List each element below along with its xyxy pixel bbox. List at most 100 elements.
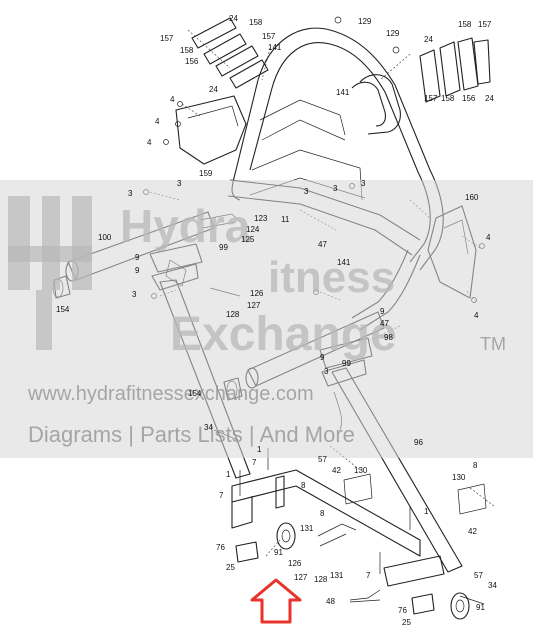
- callout-130: 130: [354, 466, 368, 475]
- callout-3: 3: [333, 184, 338, 193]
- callout-7: 7: [366, 571, 371, 580]
- callout-9: 9: [135, 253, 140, 262]
- callout-24: 24: [424, 35, 433, 44]
- callout-123: 123: [254, 214, 268, 223]
- callout-57: 57: [474, 571, 483, 580]
- callout-128: 128: [314, 575, 328, 584]
- callout-157: 157: [160, 34, 174, 43]
- callout-1: 1: [257, 445, 262, 454]
- callout-24: 24: [485, 94, 494, 103]
- callout-141: 141: [268, 43, 282, 52]
- callout-158: 158: [249, 18, 263, 27]
- callout-8: 8: [301, 481, 306, 490]
- watermark: Hydra itness Exchange TM www.hydrafitnes…: [0, 180, 533, 458]
- callout-8: 8: [320, 509, 325, 518]
- callout-128: 128: [226, 310, 240, 319]
- callout-47: 47: [318, 240, 327, 249]
- callout-129: 129: [386, 29, 400, 38]
- callout-34: 34: [488, 581, 497, 590]
- callout-157: 157: [262, 32, 276, 41]
- grip-pads-right: [419, 37, 491, 103]
- callout-9: 9: [135, 266, 140, 275]
- callout-158: 158: [180, 46, 194, 55]
- callout-25: 25: [226, 563, 235, 572]
- callout-99: 99: [219, 243, 228, 252]
- callout-127: 127: [247, 301, 261, 310]
- feet: [235, 541, 435, 615]
- callout-9: 9: [320, 353, 325, 362]
- callout-158: 158: [441, 94, 455, 103]
- callout-76: 76: [398, 606, 407, 615]
- callout-4: 4: [474, 311, 479, 320]
- watermark-logo-icon: [8, 196, 92, 350]
- callout-3: 3: [177, 179, 182, 188]
- callout-4: 4: [486, 233, 491, 242]
- callout-127: 127: [294, 573, 308, 582]
- callout-7: 7: [252, 458, 257, 467]
- callout-8: 8: [473, 461, 478, 470]
- callout-11: 11: [281, 215, 290, 224]
- callout-131: 131: [300, 524, 314, 533]
- callout-129: 129: [358, 17, 372, 26]
- callout-25: 25: [402, 618, 411, 627]
- callout-125: 125: [241, 235, 255, 244]
- callout-156: 156: [185, 57, 199, 66]
- red-up-arrow-icon: [250, 578, 302, 624]
- callout-9: 9: [380, 307, 385, 316]
- callout-154: 154: [56, 305, 70, 314]
- callout-76: 76: [216, 543, 225, 552]
- callout-48: 48: [326, 597, 335, 606]
- base-frame: [231, 469, 487, 587]
- callout-130: 130: [452, 473, 466, 482]
- callout-98: 98: [384, 333, 393, 342]
- watermark-brand-line1: Hydra: [120, 200, 251, 252]
- callout-42: 42: [468, 527, 477, 536]
- left-shroud: [175, 95, 247, 165]
- callout-156: 156: [462, 94, 476, 103]
- callout-157: 157: [424, 94, 438, 103]
- callout-1: 1: [424, 507, 429, 516]
- callout-126: 126: [288, 559, 302, 568]
- callout-3: 3: [128, 189, 133, 198]
- callout-42: 42: [332, 466, 341, 475]
- callout-141: 141: [337, 258, 351, 267]
- callout-159: 159: [199, 169, 213, 178]
- watermark-brand-line1b: itness: [268, 253, 395, 302]
- callout-3: 3: [132, 290, 137, 299]
- callout-4: 4: [147, 138, 152, 147]
- callout-91: 91: [476, 603, 485, 612]
- watermark-url: www.hydrafitnessexchange.com: [27, 383, 314, 405]
- callout-160: 160: [465, 193, 479, 202]
- callout-4: 4: [170, 95, 175, 104]
- callout-158: 158: [458, 20, 472, 29]
- wheels: [276, 522, 470, 620]
- callout-124: 124: [246, 225, 260, 234]
- callout-3: 3: [361, 179, 366, 188]
- callout-3: 3: [324, 367, 329, 376]
- watermark-tm: TM: [480, 334, 506, 354]
- callout-96: 96: [414, 438, 423, 447]
- watermark-tagline: Diagrams | Parts Lists | And More: [28, 422, 355, 447]
- callout-91: 91: [274, 548, 283, 557]
- callout-126: 126: [250, 289, 264, 298]
- callout-7: 7: [219, 491, 224, 500]
- callout-47: 47: [380, 319, 389, 328]
- callout-4: 4: [155, 117, 160, 126]
- callout-100: 100: [98, 233, 112, 242]
- callout-157: 157: [478, 20, 492, 29]
- callout-34: 34: [204, 423, 213, 432]
- callout-131: 131: [330, 571, 344, 580]
- callout-24: 24: [209, 85, 218, 94]
- callout-3: 3: [304, 187, 309, 196]
- callout-57: 57: [318, 455, 327, 464]
- callout-154: 154: [188, 389, 202, 398]
- watermark-brand-line2: Exchange: [170, 308, 397, 361]
- grip-pads-left: [191, 17, 269, 89]
- callout-99: 99: [342, 359, 351, 368]
- callout-141: 141: [336, 88, 350, 97]
- callout-24: 24: [229, 14, 238, 23]
- callout-1: 1: [226, 470, 231, 479]
